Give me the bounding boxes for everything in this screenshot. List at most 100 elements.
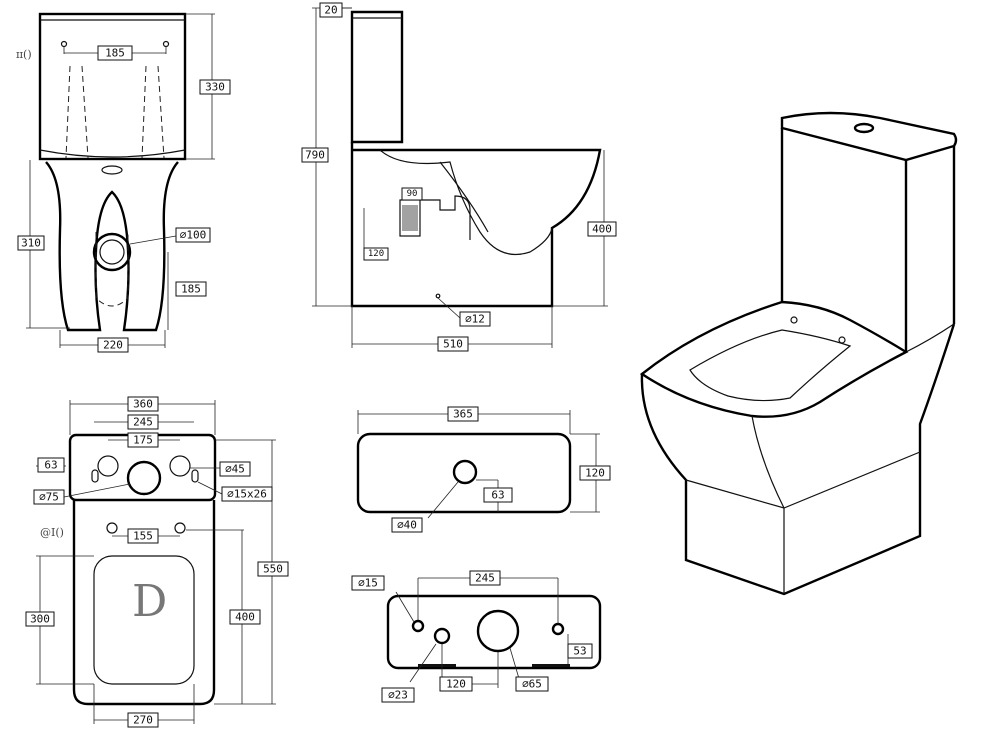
lid-dim-365-text: 365 [453,408,473,421]
front-dim-310-text: 310 [21,237,41,250]
front-bolt-left [60,40,68,48]
top-dim-360-box [127,396,159,412]
top-dim-15x26-leader [197,481,223,495]
top-dim-400-text: 400 [235,611,255,624]
front-fitting-left-dashed [65,65,89,159]
top-dim-400-box [229,609,261,625]
front-dim-185-top-box [97,45,133,61]
top-dim-245-text: 245 [133,416,153,429]
top-dim-15x26-text: ⌀15x26 [227,488,267,501]
top-dim-300-label: 300 [25,611,55,627]
top-seat-letter: D [132,576,167,627]
persp-seat-hinge-right [838,336,846,344]
front-view-note: ɪɪ() [16,48,32,61]
front-dim-310-label: 310 [17,235,45,251]
front-dim-185-side-box [175,281,207,297]
lid-dim-120-text: 120 [585,467,605,480]
persp-bowl-body [640,323,956,596]
top-dim-270-text: 270 [133,714,153,727]
front-dim-330-text: 330 [205,81,225,94]
top-seat-hinge-right [174,522,186,534]
front-dim-d100-text: ⌀100 [180,229,207,242]
front-dim-185-top-label: 185 [97,45,133,61]
tank-bottom-hole-d23 [433,627,451,645]
perspective-view [639,111,958,596]
tank-dim-d65-text: ⌀65 [522,678,542,691]
front-pedestal-outline [45,161,179,332]
top-flush-button-left [97,455,119,477]
front-dim-d100-leader [129,235,177,245]
tank-dim-d23-leader [409,643,437,683]
tank-bottom-foot-left [418,664,456,667]
persp-cistern-bottom [905,323,955,353]
side-dim-400-box [587,221,617,237]
top-dim-d45-text: ⌀45 [225,463,245,476]
side-cistern-outline [350,10,404,144]
top-dim-63-text: 63 [44,459,57,472]
side-dim-90-text: 90 [407,189,418,199]
lid-dim-365-box [447,406,479,422]
side-dim-510-text: 510 [443,338,463,351]
top-dim-155-label: 155 [127,528,159,544]
top-view-note: @I() [40,526,64,539]
top-dim-300-box [25,611,55,627]
tank-dim-53-text: 53 [573,645,586,658]
top-flush-button-right [169,455,191,477]
side-dim-20-box [319,2,343,18]
top-dim-360-label: 360 [127,396,159,412]
top-dim-d45-box [219,461,251,477]
persp-seat-hinge-left [790,316,798,324]
persp-seat-opening [689,329,852,402]
side-dim-20-text: 20 [324,4,337,17]
side-dim-510-label: 510 [437,336,469,352]
lid-dim-d40-leader [427,481,459,519]
tank-bottom-outline [386,594,602,670]
side-dim-d12-box [459,311,491,327]
front-dim-330-box [199,79,231,95]
side-bowl-inner-curve [379,149,553,256]
lid-dim-120-box [579,465,611,481]
side-dim-120-label: 120 [363,247,389,261]
side-dim-790-box [301,147,329,163]
side-dim-d12-text: ⌀12 [465,313,485,326]
side-bowl-rim-curve [439,161,489,233]
front-view: 185 330 310 ⌀100 185 220 ɪɪ() [16,12,231,353]
top-dim-155-text: 155 [133,530,153,543]
tank-dim-120-box [439,676,473,692]
tank-dim-d23-box [381,687,415,703]
side-view: 20 790 90 120 400 ⌀12 510 [301,2,617,352]
front-fitting-right-dashed [141,65,165,159]
front-trapway-dashed [95,232,129,307]
persp-cistern-body [780,128,956,352]
top-dim-175-text: 175 [133,434,153,447]
top-dim-360-text: 360 [133,398,153,411]
side-dim-790-text: 790 [305,149,325,162]
tank-dim-53-label: 53 [567,643,593,659]
front-bolt-right [162,40,170,48]
side-outlet-connector-fill [402,205,418,231]
side-dim-d12-leader [437,297,461,319]
front-dim-220-box [97,337,129,353]
top-dim-d45-label: ⌀45 [219,461,251,477]
side-dim-d12-label: ⌀12 [459,311,491,327]
top-dim-550-box [257,561,289,577]
lid-dim-365-label: 365 [447,406,479,422]
side-dim-120-text: 120 [368,249,384,259]
tank-bottom-hole-d65 [476,609,520,653]
top-seat-hinge-left [106,522,118,534]
front-dim-220-label: 220 [97,337,129,353]
tank-dim-53-box [567,643,593,659]
tank-bottom-foot-right [532,664,570,667]
top-dim-155-box [127,528,159,544]
top-dim-175-box [127,432,159,448]
top-dim-245-box [127,414,159,430]
lid-dim-63-label: 63 [483,487,513,503]
persp-seat-outline [639,300,909,418]
lid-dim-63-text: 63 [491,489,504,502]
side-dim-400-label: 400 [587,221,617,237]
top-dim-d75-leader [63,483,131,498]
tank-dim-245-box [469,570,501,586]
tank-bottom-hole-right [551,622,565,636]
persp-cistern-lid [780,111,958,162]
